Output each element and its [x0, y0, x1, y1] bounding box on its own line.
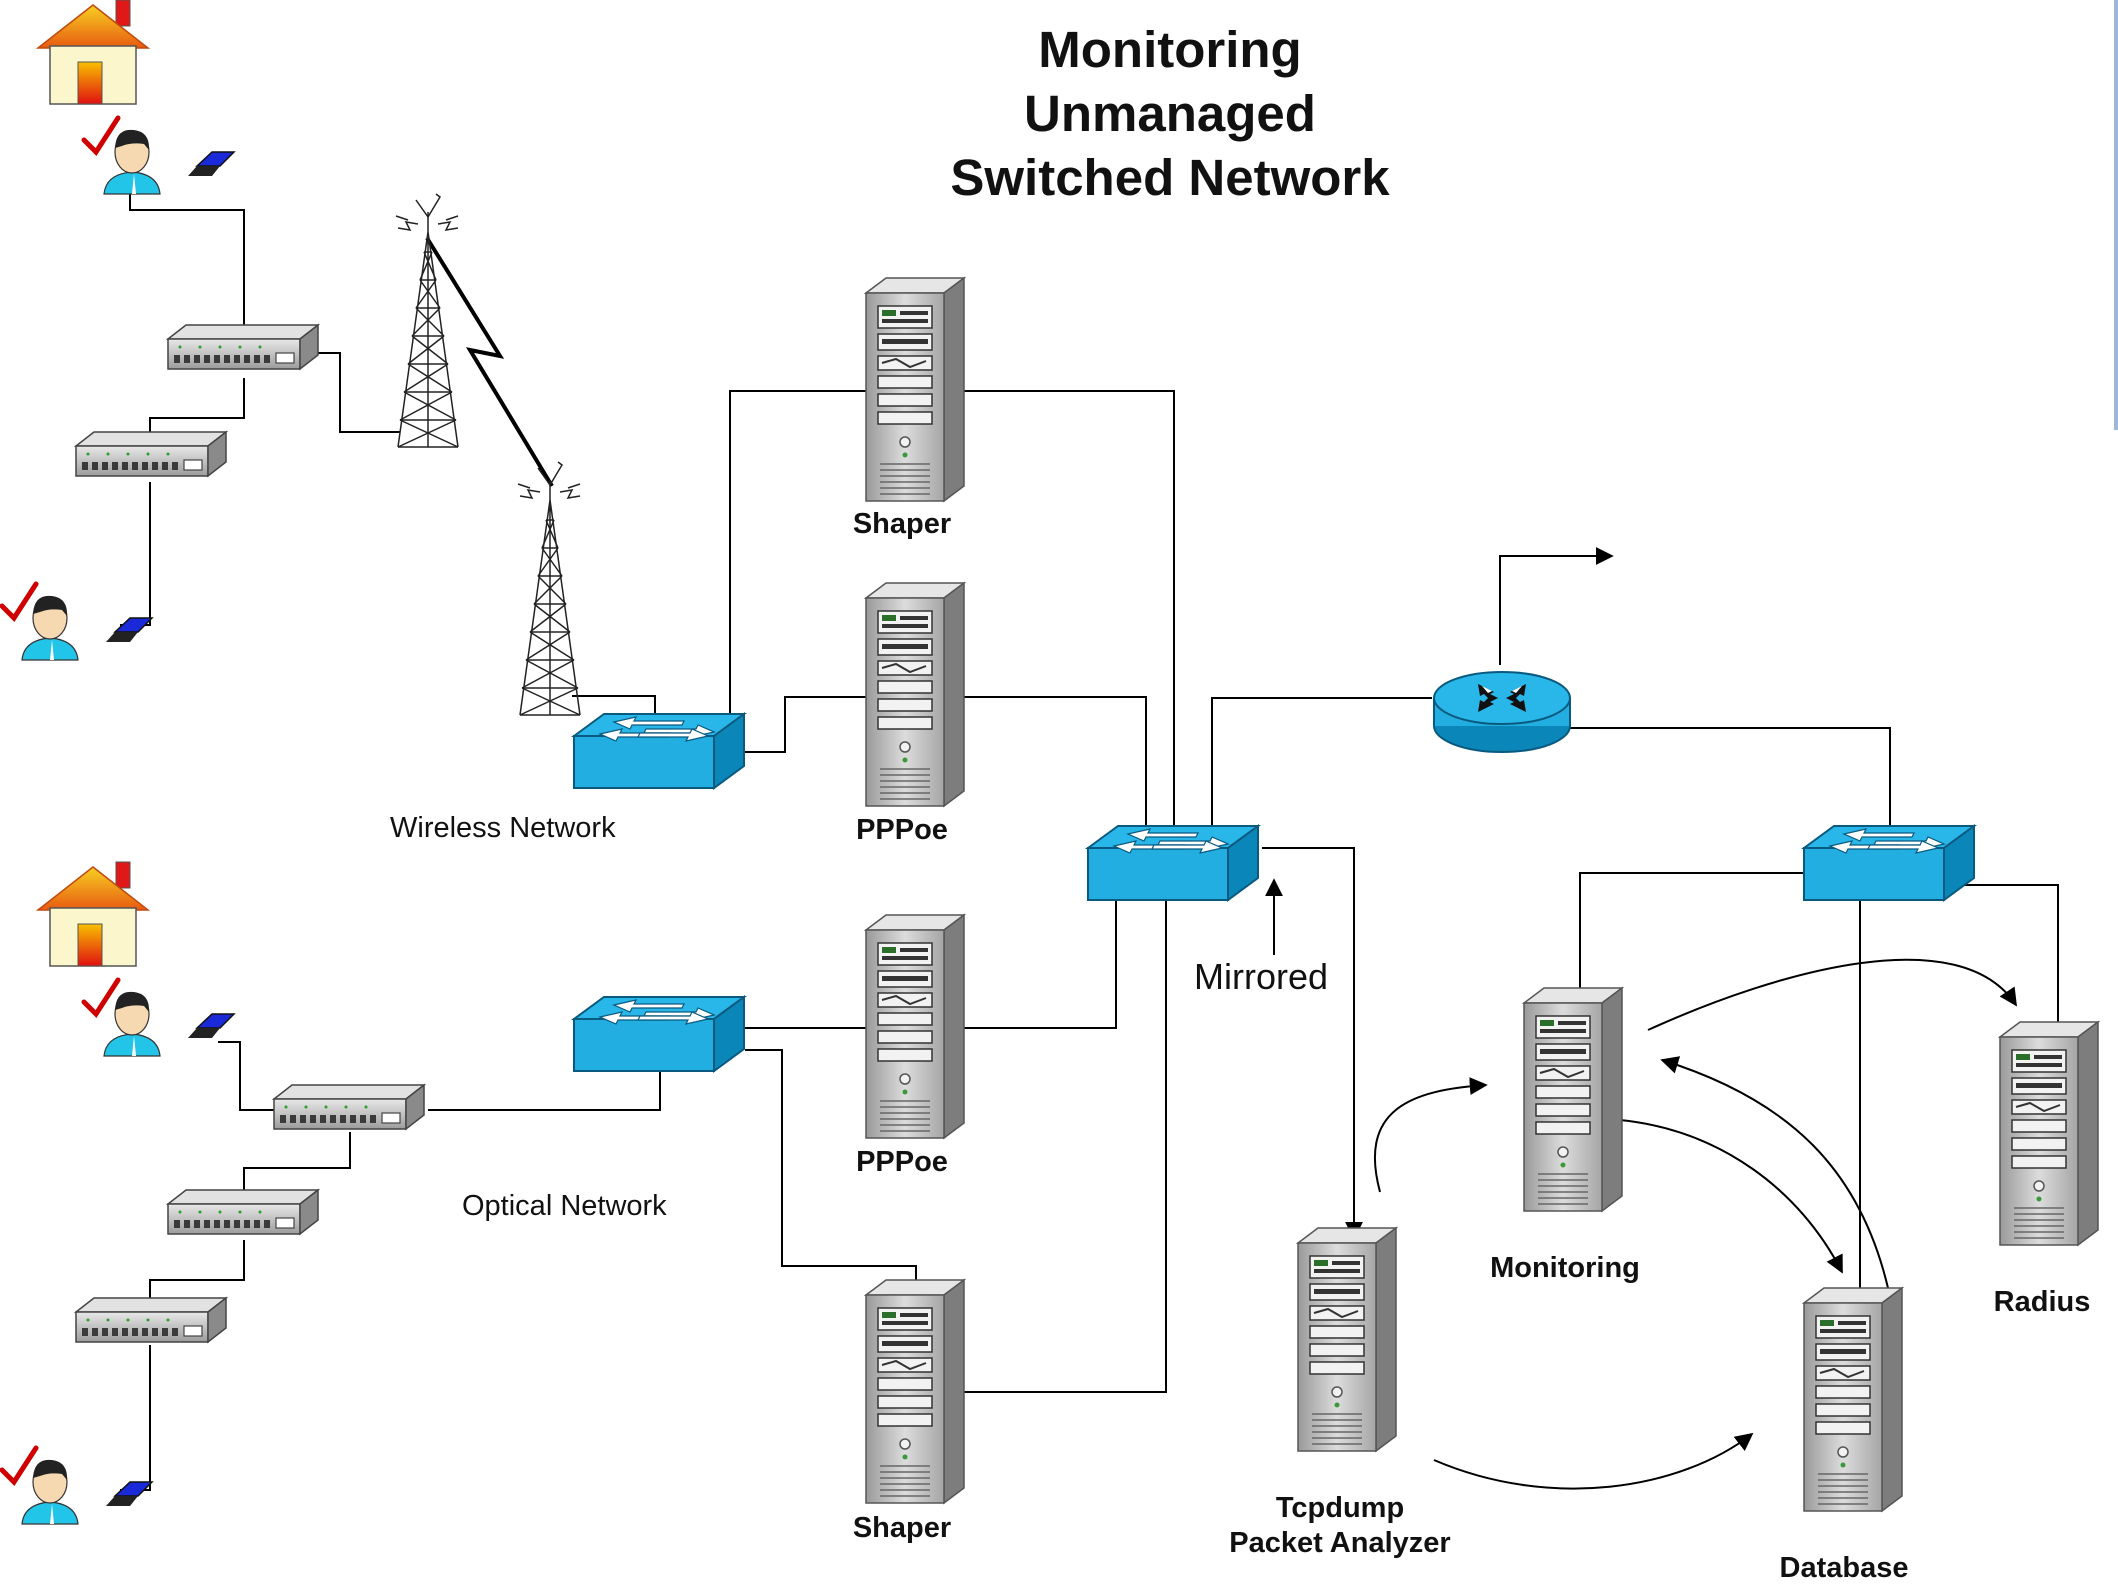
- flow-monitoring-database: [1619, 1119, 1843, 1274]
- server-icon: [1999, 1021, 2099, 1246]
- title-line-1: Monitoring: [1038, 21, 1302, 78]
- house-icon: [37, 861, 149, 967]
- pppoe-top-label: PPPoe: [856, 814, 948, 846]
- flow-tcpdump-database: [1433, 1432, 1754, 1490]
- radio-tower-icon: [517, 461, 581, 716]
- shaper-top-label: Shaper: [852, 508, 952, 540]
- hub-icon: [75, 1297, 227, 1343]
- hub-icon: [167, 1189, 319, 1235]
- link-shaper2-core: [950, 900, 1167, 1393]
- link-router-out: [1499, 547, 1614, 665]
- server-icon: [865, 277, 965, 502]
- monitoring-label: Monitoring: [1490, 1252, 1640, 1284]
- link-ohub1-oswitch: [428, 1072, 661, 1111]
- database-label: Database: [1779, 1552, 1909, 1584]
- link-core-tcpdump: [1262, 847, 1363, 1240]
- link-rswitch-monitoring: [1579, 872, 1806, 1000]
- radio-tower-icon: [395, 193, 459, 448]
- server-icon: [865, 582, 965, 807]
- link-ohub2-ohub3: [149, 1240, 245, 1300]
- tcpdump-label: Tcpdump: [1275, 1492, 1405, 1524]
- hub-icon: [75, 431, 227, 477]
- hub-icon: [167, 324, 319, 370]
- flow-monitoring-radius: [1647, 958, 2017, 1031]
- link-pppoe-core: [950, 696, 1147, 830]
- link-rswitch-radius: [1960, 884, 2059, 1030]
- link-ohub3-user4: [120, 1345, 151, 1491]
- packet-analyzer-label: Packet Analyzer: [1229, 1527, 1451, 1559]
- title-line-2: Unmanaged: [1024, 85, 1316, 142]
- link-oswitch-shaper: [745, 1049, 917, 1290]
- mirrored-label: Mirrored: [1194, 956, 1329, 997]
- server-icon: [1297, 1227, 1397, 1452]
- house-icon: [37, 0, 149, 105]
- flow-tcpdump-monitoring: [1374, 1077, 1488, 1193]
- link-hub1-hub2: [149, 378, 245, 438]
- link-wswitch-shaper: [729, 390, 872, 718]
- link-ohub1-ohub2: [243, 1132, 351, 1190]
- wireless-network-label: Wireless Network: [390, 812, 616, 844]
- link-pppoe2-core: [950, 900, 1117, 1029]
- server-icon: [1803, 1287, 1903, 1512]
- user-icon: [84, 980, 234, 1056]
- link-core-router: [1211, 697, 1432, 830]
- shaper-bottom-label: Shaper: [852, 1512, 952, 1544]
- user-icon: [2, 1448, 152, 1524]
- diagram-title: Monitoring Unmanaged Switched Network: [870, 18, 1470, 210]
- window-edge: [2114, 0, 2118, 430]
- wireless-link-bolt: [425, 236, 554, 488]
- switch-icon: [573, 713, 745, 789]
- router-icon: [1433, 671, 1571, 753]
- switch-icon: [1087, 825, 1259, 901]
- link-hub2-user2: [120, 482, 151, 626]
- radius-label: Radius: [1993, 1286, 2091, 1318]
- link-user3-hub: [218, 1041, 274, 1111]
- server-icon: [865, 914, 965, 1139]
- link-hub1-tower: [318, 352, 400, 433]
- hub-icon: [273, 1084, 425, 1130]
- link-router-rswitch: [1568, 727, 1891, 830]
- link-tower2-switch: [572, 695, 656, 715]
- user-icon: [84, 118, 234, 194]
- link-shaper-core: [950, 390, 1175, 830]
- server-icon: [1523, 987, 1623, 1212]
- user-icon: [2, 584, 152, 660]
- optical-network-label: Optical Network: [462, 1190, 667, 1222]
- server-icon: [865, 1279, 965, 1504]
- pppoe-bottom-label: PPPoe: [856, 1146, 948, 1178]
- switch-icon: [1803, 825, 1975, 901]
- switch-icon: [573, 996, 745, 1072]
- connection-lines: [120, 160, 2059, 1491]
- title-line-3: Switched Network: [950, 149, 1390, 206]
- link-wswitch-pppoe: [745, 696, 872, 753]
- flow-database-monitoring: [1660, 1056, 1889, 1289]
